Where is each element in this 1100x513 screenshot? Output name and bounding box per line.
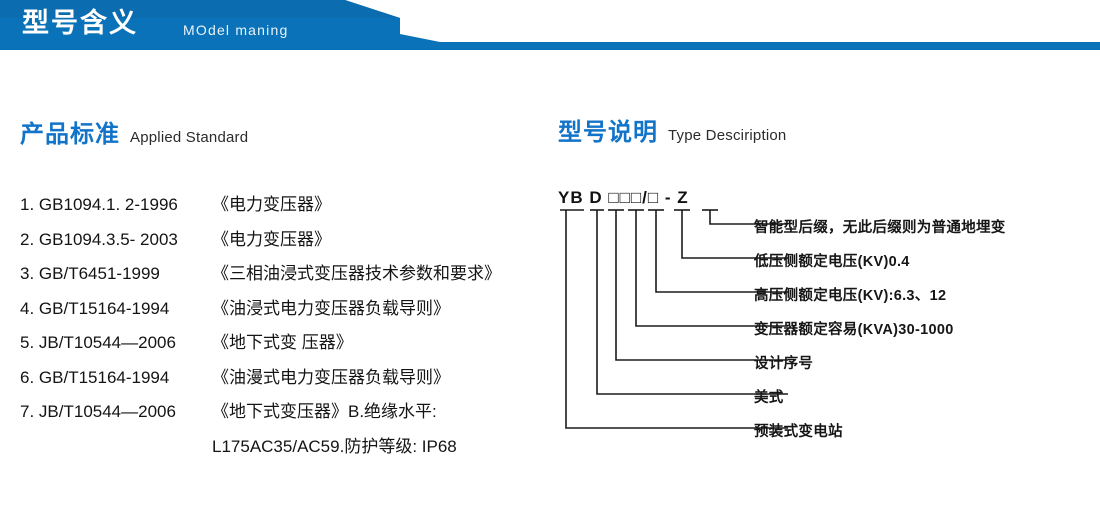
list-item: 5. JB/T10544—2006 《地下式变 压器》 xyxy=(20,326,550,361)
standard-index: 4. xyxy=(20,298,35,318)
type-heading-en: Type Desciription xyxy=(668,127,787,144)
standard-code: 4. GB/T15164-1994 xyxy=(20,292,212,327)
legend-item-2: 低压侧额定电压(KV)0.4 xyxy=(754,254,910,270)
leader-lines xyxy=(560,209,788,429)
type-code-diagram: YB D □□□/□ - Z 智能型后缀，无此后缀 xyxy=(552,188,1092,440)
standards-list: 1. GB1094.1. 2-1996 《电力变压器》 2. GB1094.3.… xyxy=(20,188,550,464)
standard-number: GB/T6451-1999 xyxy=(38,264,160,283)
banner-top-accent xyxy=(0,0,400,18)
legend-item-4: 变压器额定容易(KVA)30-1000 xyxy=(754,322,954,338)
banner-title-cn: 型号含义 xyxy=(22,8,138,38)
model-code-string: YB D □□□/□ - Z xyxy=(558,188,689,207)
type-heading: 型号说明 Type Desciription xyxy=(558,112,786,147)
standard-number: GB1094.3.5- 2003 xyxy=(38,229,178,249)
legend-item-5: 设计序号 xyxy=(754,356,814,372)
list-item: 1. GB1094.1. 2-1996 《电力变压器》 xyxy=(20,188,550,223)
standards-heading-cn: 产品标准 xyxy=(20,121,120,148)
standard-code: 2. GB1094.3.5- 2003 xyxy=(20,223,212,258)
standard-number: GB/T15164-1994 xyxy=(38,298,170,318)
standard-title: 《地下式变压器》B.绝缘水平: xyxy=(212,402,437,421)
legend-item-7: 预装式变电站 xyxy=(754,424,843,440)
standard-code: 3. GB/T6451-1999 xyxy=(20,257,212,292)
standard-continuation: L175AC35/AC59.防护等级: IP68 xyxy=(212,436,457,456)
standard-number: GB1094.1. 2-1996 xyxy=(38,195,178,214)
standard-title: 《三相油浸式变压器技术参数和要求》 xyxy=(212,264,501,283)
standard-code: 5. JB/T10544—2006 xyxy=(20,326,212,361)
standard-index: 3. xyxy=(20,264,35,283)
standard-code: 6. GB/T15164-1994 xyxy=(20,361,212,396)
standard-number: JB/T10544—2006 xyxy=(38,402,176,421)
standard-index: 1. xyxy=(20,195,35,214)
standard-number: GB/T15164-1994 xyxy=(38,367,170,387)
list-item: 4. GB/T15164-1994 《油浸式电力变压器负载导则》 xyxy=(20,292,550,327)
list-item: 7. JB/T10544—2006 《地下式变压器》B.绝缘水平: xyxy=(20,395,550,430)
page-banner: 型号含义 MOdel maning xyxy=(0,0,1100,52)
standards-heading-en: Applied Standard xyxy=(130,129,249,146)
list-item: 2. GB1094.3.5- 2003 《电力变压器》 xyxy=(20,223,550,258)
standard-title: 《油浸式电力变压器负载导则》 xyxy=(212,298,450,318)
standard-title: 《电力变压器》 xyxy=(212,229,331,249)
standard-title: 《油漫式电力变压器负载导则》 xyxy=(212,367,450,387)
type-heading-cn: 型号说明 xyxy=(558,119,658,146)
standard-index: 7. xyxy=(20,402,35,421)
banner-title-en: MOdel maning xyxy=(183,22,289,38)
standards-heading: 产品标准 Applied Standard xyxy=(20,114,248,149)
list-item: 3. GB/T6451-1999 《三相油浸式变压器技术参数和要求》 xyxy=(20,257,550,292)
legend-item-3: 高压侧额定电压(KV):6.3、12 xyxy=(754,288,947,304)
legend-item-1: 智能型后缀，无此后缀则为普通地埋变 xyxy=(754,220,1006,236)
standard-title: 《地下式变 压器》 xyxy=(212,333,353,352)
legend-item-6: 美式 xyxy=(754,390,784,406)
standard-title: 《电力变压器》 xyxy=(212,195,331,214)
standard-code: 7. JB/T10544—2006 xyxy=(20,395,212,430)
standard-number: JB/T10544—2006 xyxy=(38,333,176,352)
standard-index: 5. xyxy=(20,333,35,352)
standard-code: 1. GB1094.1. 2-1996 xyxy=(20,188,212,223)
standard-index: 6. xyxy=(20,367,35,387)
list-item: 6. GB/T15164-1994 《油漫式电力变压器负载导则》 xyxy=(20,361,550,396)
standard-index: 2. xyxy=(20,229,35,249)
banner-underline-bar xyxy=(0,42,1100,50)
